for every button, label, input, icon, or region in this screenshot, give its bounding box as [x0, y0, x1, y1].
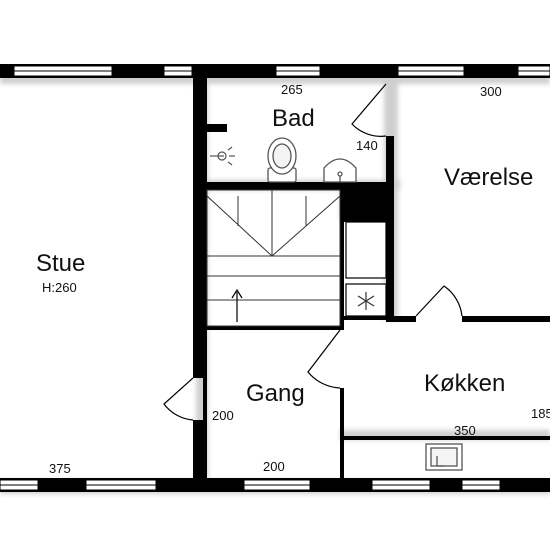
dim-kokken-width: 350: [454, 423, 476, 438]
toilet-icon: [267, 137, 297, 183]
towel-heater-icon: [210, 146, 235, 166]
wall-vaerelse-bottom-2: [462, 316, 550, 322]
dim-bad-width: 265: [281, 82, 303, 97]
wall-vaerelse-left: [386, 222, 394, 322]
room-label-bad: Bad: [272, 105, 315, 132]
wall-stub: [203, 124, 227, 132]
counter-line: [344, 436, 550, 440]
door-vaerelse: [415, 285, 463, 317]
wall-kokken-top: [344, 316, 386, 320]
staircase: [206, 189, 341, 327]
sink-icon: [323, 158, 357, 183]
wall-stue: [193, 78, 203, 378]
wall-gang-left: [203, 78, 207, 478]
wall-stair-bottom: [207, 326, 340, 330]
door-gang: [163, 377, 194, 421]
wall-bath-bottom: [203, 182, 393, 190]
room-label-gang: Gang: [246, 380, 305, 407]
dim-bad-depth: 140: [356, 138, 378, 153]
dim-vaerelse-width: 300: [480, 84, 502, 99]
door-bad: [351, 83, 387, 137]
room-label-vaerelse: Værelse: [444, 164, 534, 191]
wall-vaerelse-bottom: [386, 316, 416, 322]
doors: [163, 83, 463, 421]
stair-arrow-icon: [231, 288, 243, 322]
dim-gang-depth: 200: [212, 408, 234, 423]
wall-kokken-left: [340, 388, 344, 478]
dim-gang-width: 200: [263, 459, 285, 474]
kitchen-sink-icon: [425, 443, 463, 471]
freezer-icon: [357, 292, 375, 310]
shaft: [344, 186, 394, 222]
room-label-stue: Stue: [36, 250, 86, 277]
room-note-stue: H:260: [42, 280, 77, 295]
freezer-box: [345, 283, 387, 317]
door-kokken: [307, 329, 341, 389]
room-label-kokken: Køkken: [424, 370, 506, 397]
appliance-box: [345, 221, 387, 279]
dim-kokken-depth: 185: [531, 406, 550, 421]
wall-stue-low: [193, 420, 203, 480]
wall-stair-right: [340, 190, 344, 330]
wall-bath-right: [386, 136, 394, 190]
dim-stue-width: 375: [49, 461, 71, 476]
